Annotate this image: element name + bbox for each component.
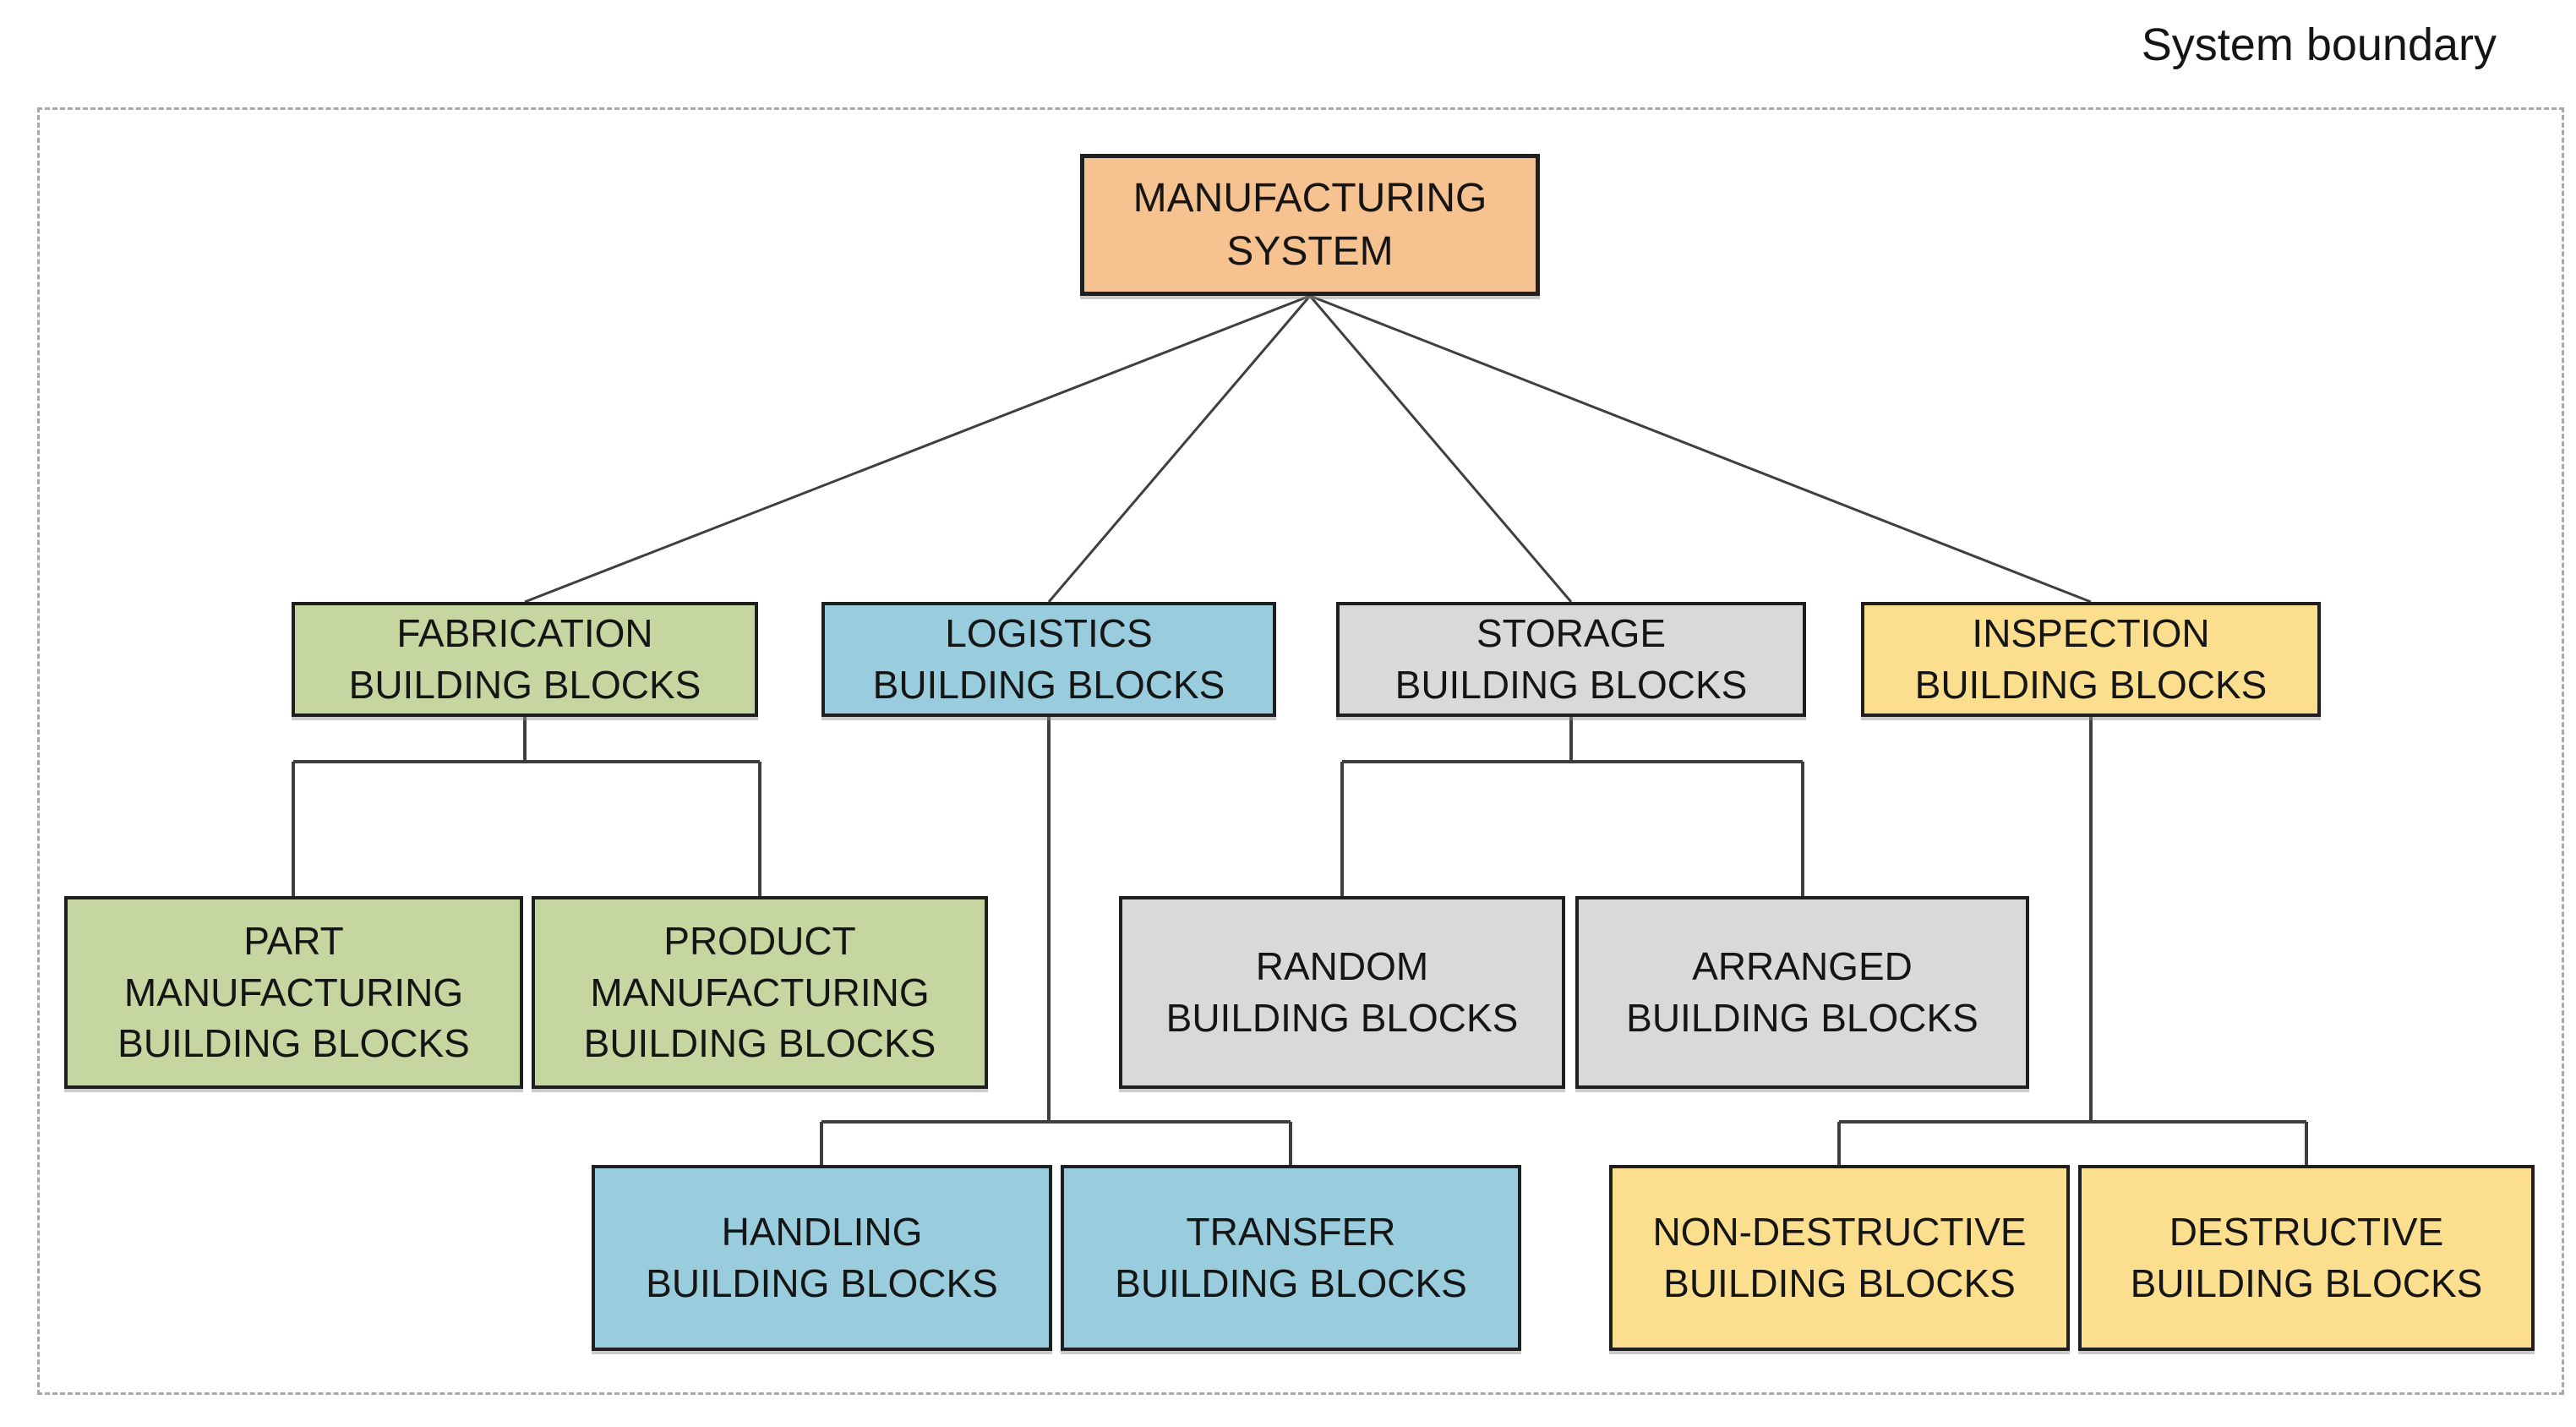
node-random-building-blocks: RANDOM BUILDING BLOCKS bbox=[1119, 896, 1565, 1089]
node-destructive-building-blocks: DESTRUCTIVE BUILDING BLOCKS bbox=[2078, 1165, 2535, 1351]
node-product-manufacturing-building-blocks: PRODUCT MANUFACTURING BUILDING BLOCKS bbox=[532, 896, 988, 1089]
node-non-destructive-building-blocks: NON-DESTRUCTIVE BUILDING BLOCKS bbox=[1609, 1165, 2070, 1351]
system-boundary-rect bbox=[37, 107, 2564, 1395]
node-inspection-building-blocks: INSPECTION BUILDING BLOCKS bbox=[1861, 602, 2321, 717]
node-transfer-building-blocks: TRANSFER BUILDING BLOCKS bbox=[1061, 1165, 1521, 1351]
node-storage-building-blocks: STORAGE BUILDING BLOCKS bbox=[1336, 602, 1806, 717]
node-logistics-building-blocks: LOGISTICS BUILDING BLOCKS bbox=[821, 602, 1276, 717]
node-part-manufacturing-building-blocks: PART MANUFACTURING BUILDING BLOCKS bbox=[64, 896, 523, 1089]
system-boundary-label: System boundary bbox=[2141, 19, 2497, 70]
node-fabrication-building-blocks: FABRICATION BUILDING BLOCKS bbox=[292, 602, 758, 717]
node-manufacturing-system: MANUFACTURING SYSTEM bbox=[1080, 154, 1540, 296]
node-arranged-building-blocks: ARRANGED BUILDING BLOCKS bbox=[1575, 896, 2029, 1089]
node-handling-building-blocks: HANDLING BUILDING BLOCKS bbox=[592, 1165, 1052, 1351]
